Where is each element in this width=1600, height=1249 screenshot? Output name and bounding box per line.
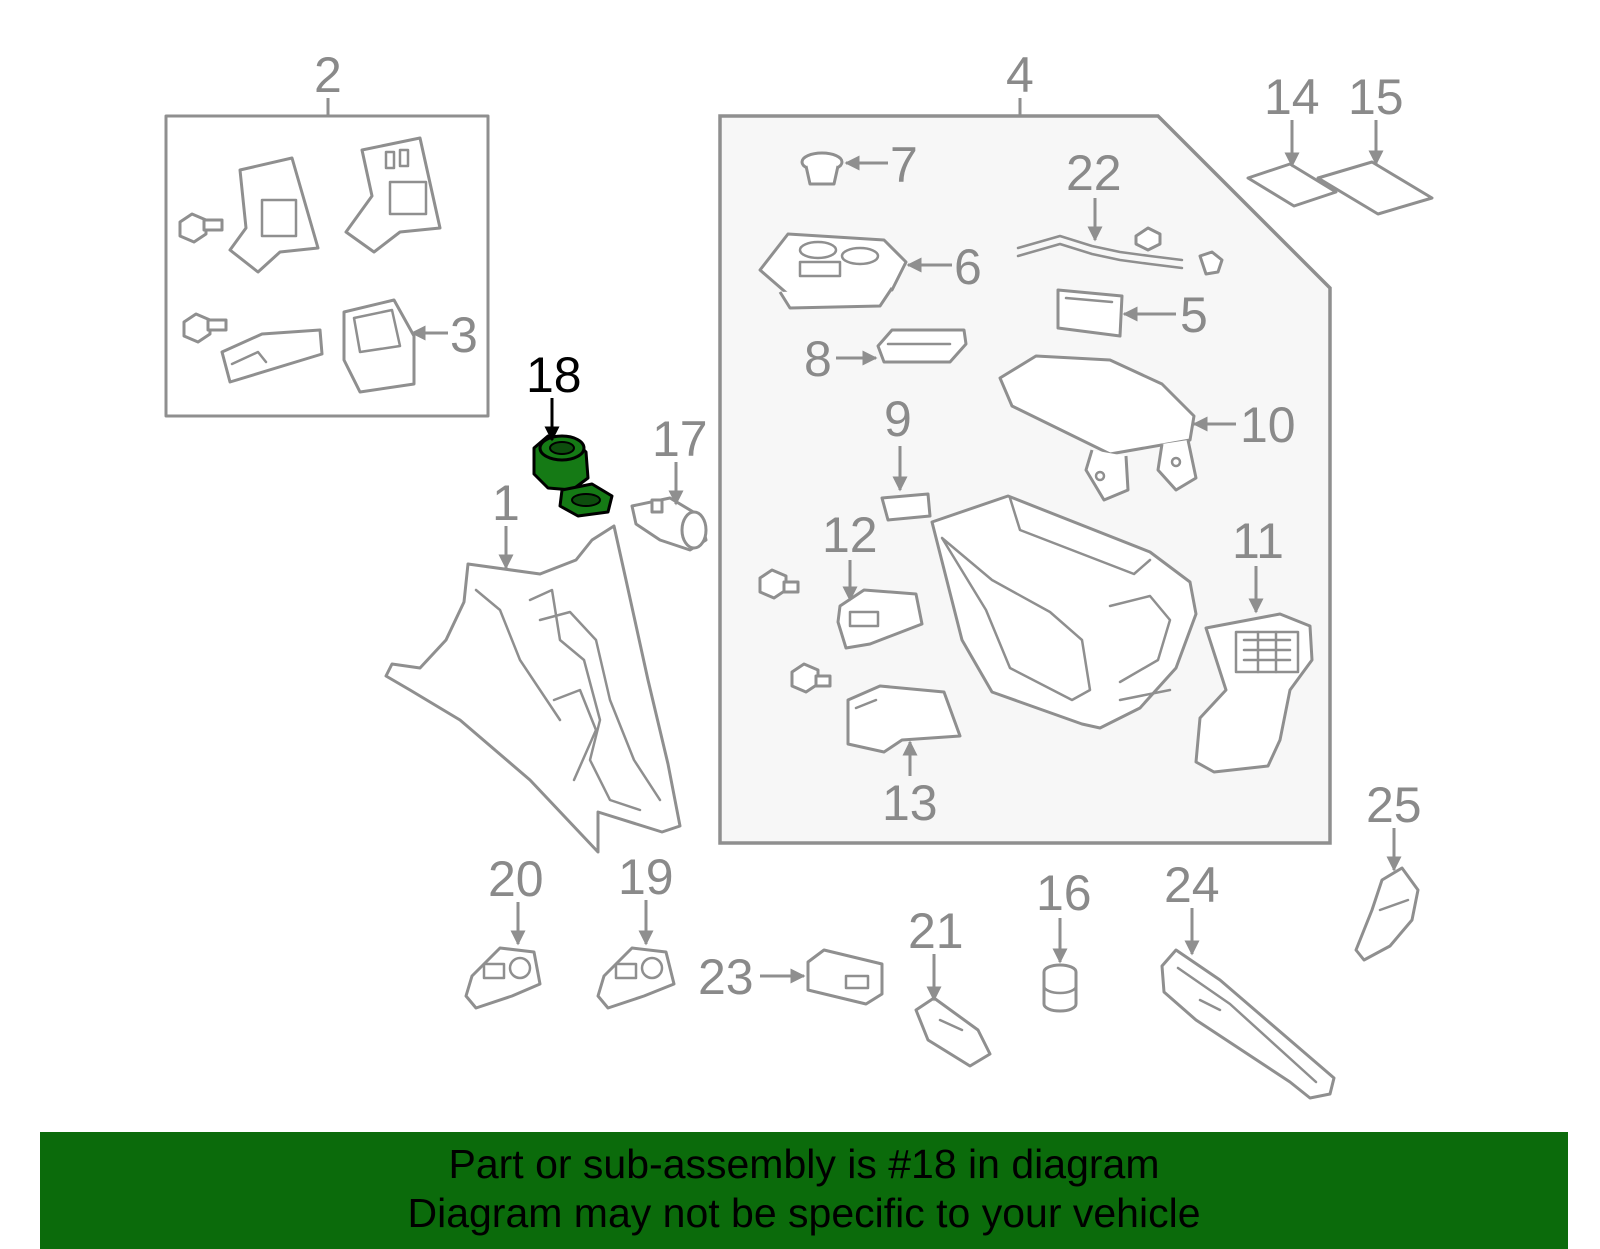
bolt-part	[178, 212, 224, 244]
callout-20: 20	[488, 851, 544, 907]
side-panel-part	[344, 136, 442, 254]
callout-11: 11	[1232, 513, 1284, 569]
armrest-lid-part-10	[998, 354, 1198, 502]
callout-6: 6	[954, 239, 982, 295]
callout-3: 3	[450, 307, 478, 363]
callout-14: 14	[1264, 69, 1320, 125]
callout-15: 15	[1348, 69, 1404, 125]
bolt-part	[790, 662, 832, 694]
highlighted-part-18	[532, 434, 614, 518]
info-banner: Part or sub-assembly is #18 in diagram D…	[40, 1132, 1568, 1249]
bolt-part	[758, 568, 800, 600]
switch-part-19	[596, 946, 676, 1010]
bolt-part	[182, 312, 228, 344]
banner-line-2: Diagram may not be specific to your vehi…	[407, 1189, 1201, 1236]
banner-line-1: Part or sub-assembly is #18 in diagram	[448, 1140, 1160, 1187]
callout-9: 9	[884, 391, 912, 447]
callout-4: 4	[1006, 47, 1034, 103]
callout-23: 23	[698, 949, 754, 1005]
callout-5: 5	[1180, 287, 1208, 343]
cap-part-7	[800, 151, 844, 186]
switch-module-3	[342, 298, 416, 394]
cylinder-part-16	[1042, 963, 1078, 1013]
callout-12: 12	[822, 507, 878, 563]
group-box-2	[164, 98, 490, 418]
tray-part-8	[876, 328, 968, 364]
side-trim-part-1	[384, 524, 682, 854]
duct-part-13	[846, 684, 962, 754]
callout-21: 21	[908, 903, 964, 959]
cupholder-part-6	[758, 232, 908, 310]
callout-13: 13	[882, 775, 938, 831]
console-body-part	[930, 494, 1198, 730]
callout-17: 17	[652, 411, 708, 467]
vent-part-11	[1194, 612, 1314, 774]
callout-18: 18	[526, 347, 582, 403]
rod-part-22	[1016, 226, 1224, 276]
side-panel-part	[228, 156, 320, 274]
callout-1: 1	[492, 475, 520, 531]
group-box-4	[718, 98, 1332, 845]
callout-22: 22	[1066, 145, 1122, 201]
small-part-9	[880, 492, 932, 522]
bracket-part-21	[914, 996, 992, 1068]
knob-part-25	[1354, 866, 1420, 962]
callout-19: 19	[618, 849, 674, 905]
mat-part-15	[1316, 160, 1434, 216]
callout-25: 25	[1366, 777, 1422, 833]
callout-7: 7	[890, 137, 918, 193]
callout-2: 2	[314, 47, 342, 103]
callout-24: 24	[1164, 857, 1220, 913]
bracket-part	[220, 328, 324, 384]
bezel-part-5	[1056, 288, 1124, 338]
socket-part-17	[630, 496, 708, 552]
rail-part-24	[1160, 948, 1336, 1100]
callout-10: 10	[1240, 397, 1296, 453]
usb-port-part-23	[806, 948, 884, 1006]
callout-16: 16	[1036, 865, 1092, 921]
mat-part-14	[1246, 162, 1338, 208]
bracket-part-12	[836, 588, 924, 650]
callout-8: 8	[804, 331, 832, 387]
switch-part-20	[464, 946, 542, 1010]
